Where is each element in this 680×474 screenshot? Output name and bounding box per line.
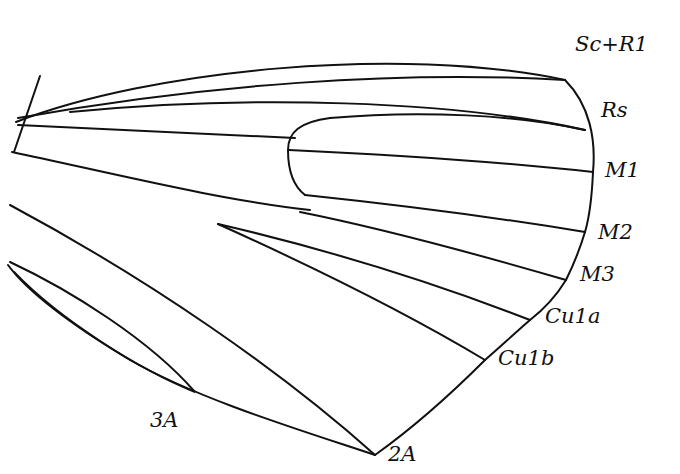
discal-loop — [288, 118, 330, 195]
vein — [10, 262, 195, 392]
vein-label: 2A — [388, 444, 417, 465]
vein — [10, 205, 375, 455]
vein-label: 3A — [150, 410, 179, 431]
vein-label: M2 — [598, 222, 633, 243]
vein — [18, 125, 295, 138]
vein-label: Cu1b — [498, 348, 554, 369]
vein — [300, 212, 566, 280]
vein-label: Rs — [601, 100, 628, 121]
vein — [218, 224, 485, 360]
vein-label: M1 — [605, 160, 640, 181]
vein — [330, 114, 585, 130]
vein — [12, 152, 310, 210]
vein — [305, 195, 585, 232]
vein — [289, 150, 593, 172]
vein — [18, 77, 565, 118]
vein-label: Cu1a — [545, 306, 600, 327]
vein-label: Sc+R1 — [575, 34, 648, 55]
vein — [218, 224, 530, 320]
vein — [70, 102, 585, 130]
wing-outline — [8, 64, 594, 455]
vein-label: M3 — [580, 264, 615, 285]
